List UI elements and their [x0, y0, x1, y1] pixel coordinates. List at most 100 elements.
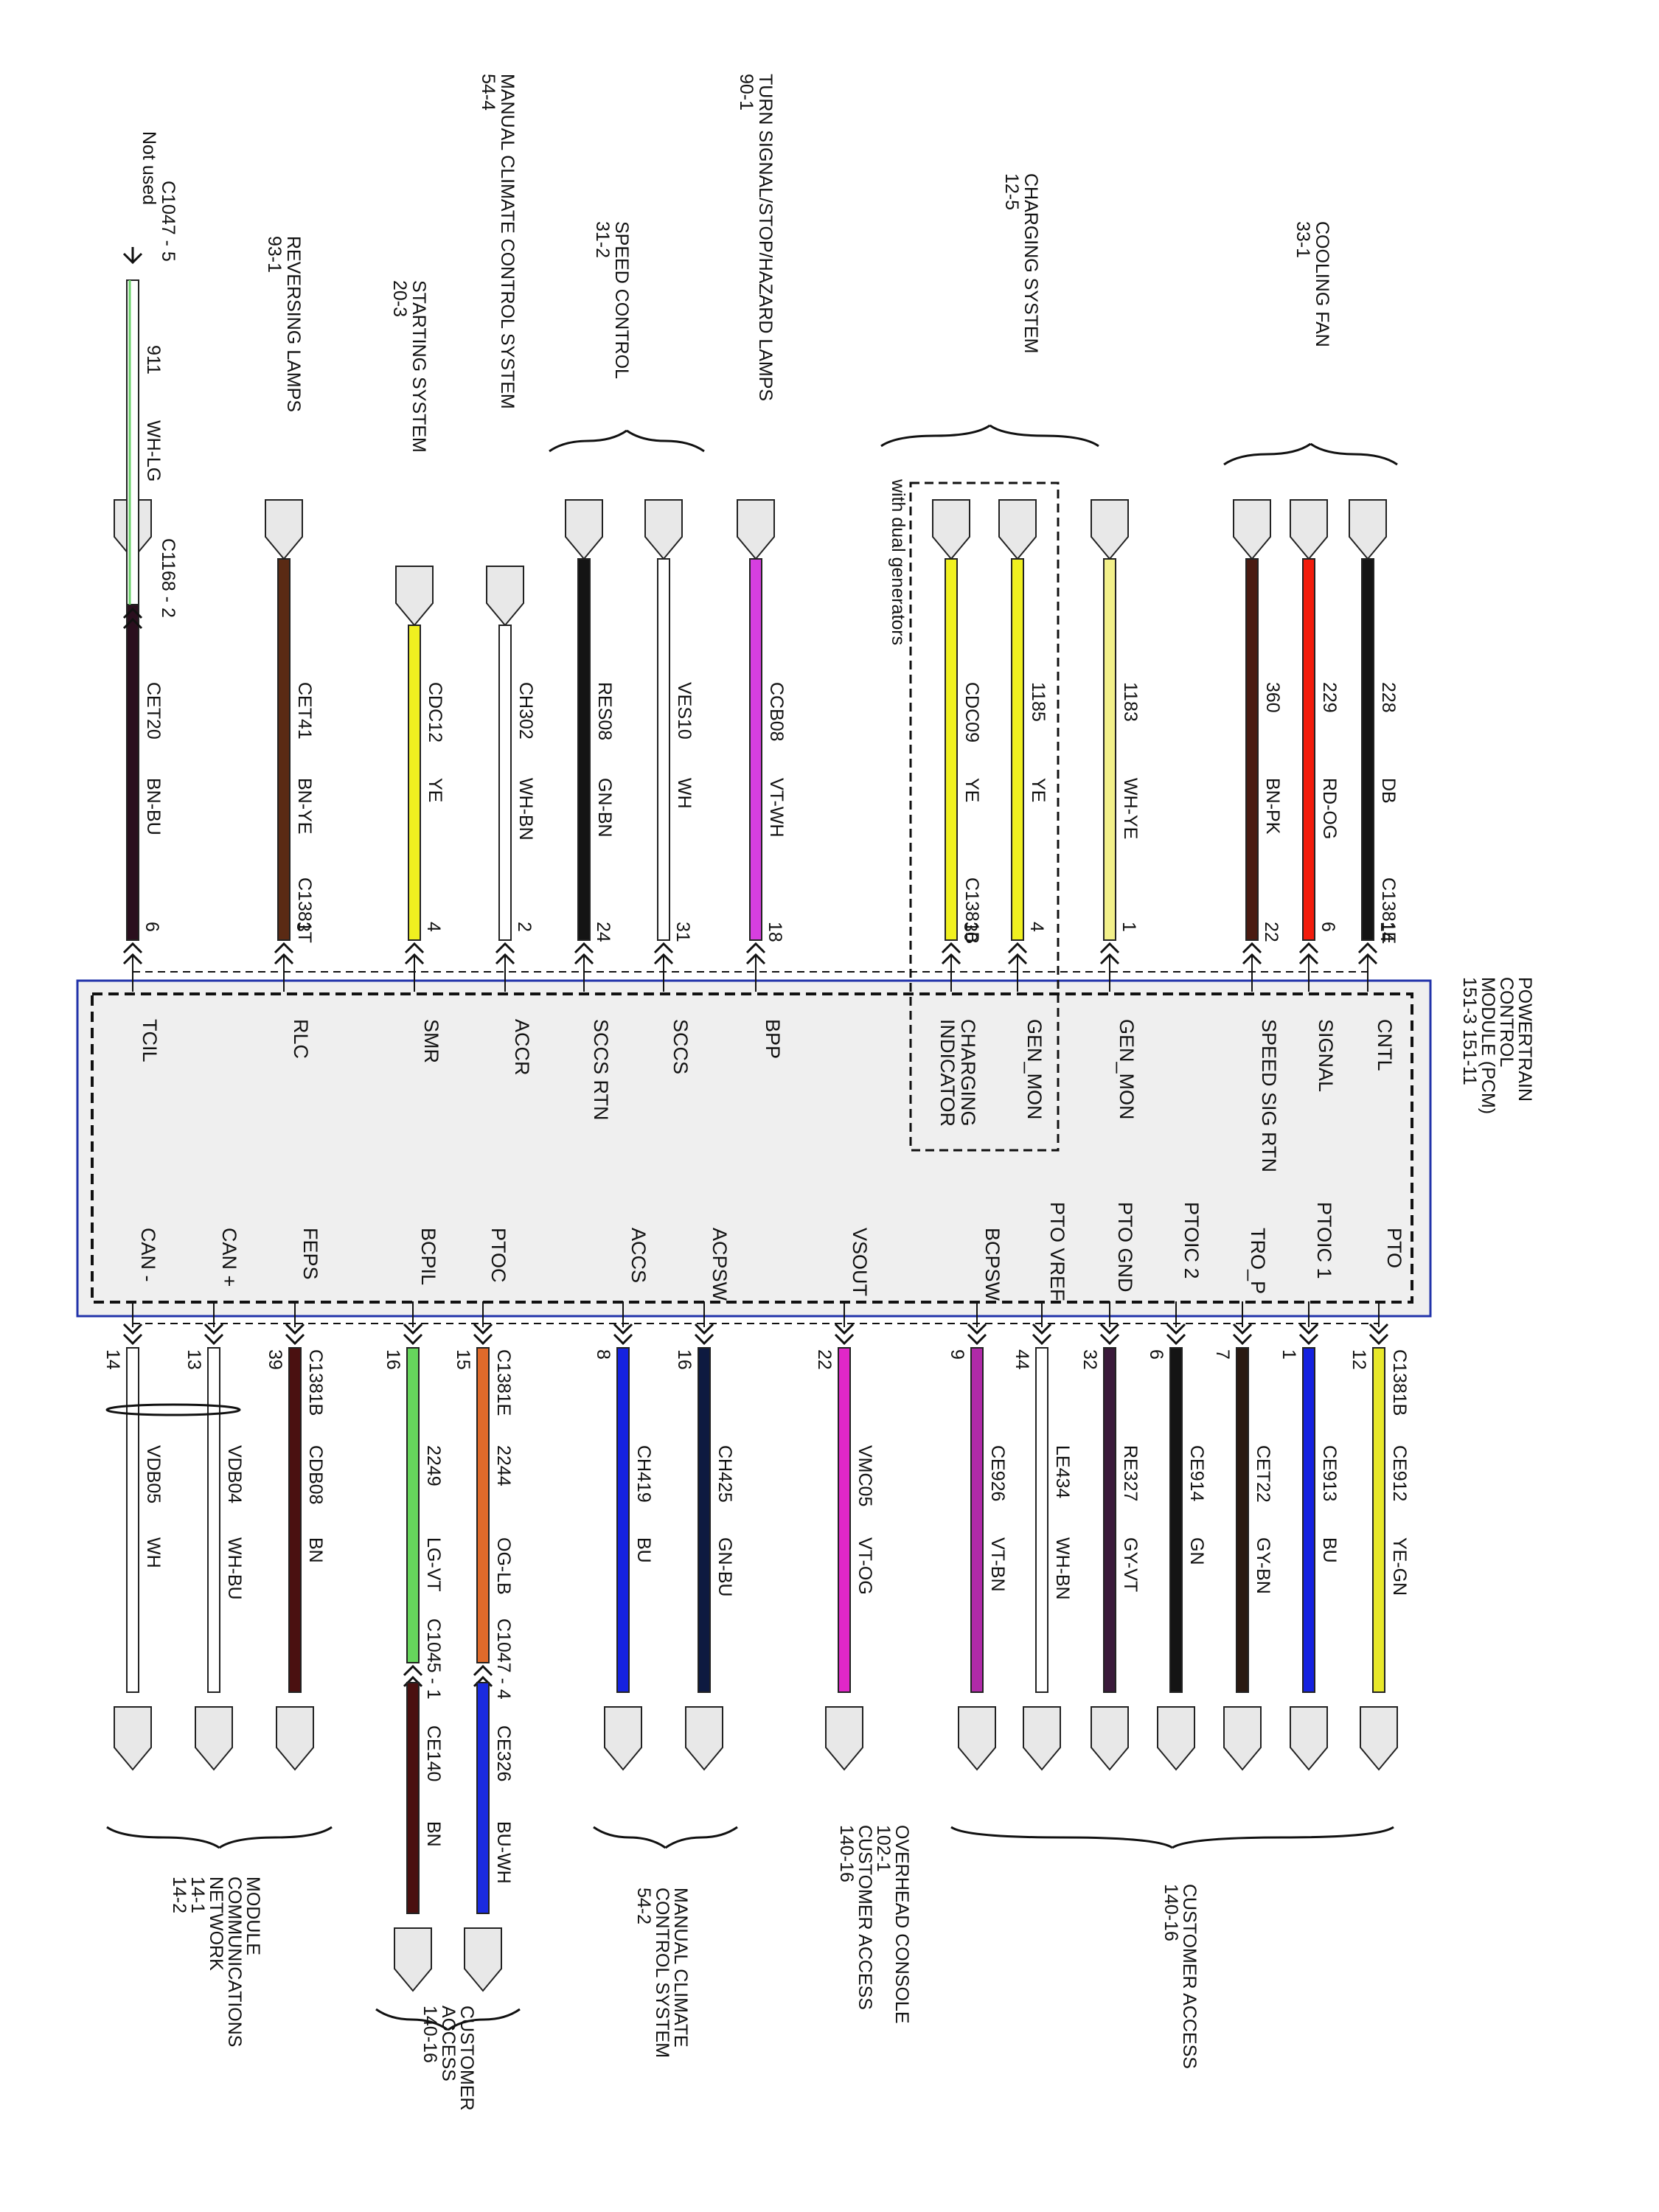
pin-arrow-icon: [403, 1664, 423, 1677]
circuit-number: CET22: [1253, 1445, 1273, 1503]
pcm-signal-label: SCCS: [669, 1019, 692, 1074]
pcm-signal-label: ACCR: [511, 1019, 533, 1076]
top-wire: [126, 558, 139, 941]
pin-arrow-icon: [404, 942, 425, 954]
circuit-number: CH302: [515, 682, 536, 740]
pin-number: 6: [1146, 1349, 1166, 1360]
top-connector-icon: [998, 499, 1037, 560]
bottom-wire: [1169, 1347, 1183, 1693]
group-brace-icon: [549, 429, 705, 453]
connector-label: C1047 - 4: [493, 1618, 514, 1700]
bottom-system-label: CUSTOMER: [456, 2006, 477, 2111]
pin-arrow-icon: [967, 1333, 987, 1346]
circuit-number: CH425: [714, 1445, 735, 1503]
bottom-wire: [406, 1347, 420, 1663]
pin-arrow-icon: [834, 1323, 855, 1335]
top-system-label: 31-2: [592, 221, 613, 258]
pin-arrow-icon: [403, 1333, 423, 1346]
bottom-system-label: MODULE: [243, 1877, 263, 1955]
pin-arrow-icon: [1368, 1333, 1389, 1346]
pin-number: 14: [1377, 922, 1397, 942]
bottom-connector-icon: [1360, 1706, 1398, 1771]
circuit-number: 1183: [1120, 682, 1141, 722]
top-wire: [657, 558, 670, 941]
pin-arrow-icon: [122, 1323, 143, 1335]
pin-arrow-icon: [285, 1333, 305, 1346]
bottom-system-label: 14-2: [169, 1877, 189, 1913]
pin-number: 18: [765, 922, 785, 942]
bottom-wire: [1302, 1347, 1315, 1693]
top-wire: [1361, 558, 1374, 941]
connector-label: C1381T: [294, 877, 315, 943]
pin-arrow-icon: [613, 1333, 633, 1346]
circuit-number: CET41: [294, 682, 315, 740]
top-system-label: 12-5: [1001, 173, 1022, 210]
color-code: YE: [425, 778, 445, 802]
color-code: GN: [1186, 1537, 1207, 1565]
pin-arrow-icon: [122, 617, 143, 630]
pin-arrow-icon: [1242, 942, 1262, 954]
bottom-connector-icon: [1223, 1706, 1262, 1771]
top-system-label: 20-3: [389, 280, 410, 317]
pcm-signal-label: BCPIL: [417, 1228, 439, 1285]
bottom-system-label: 140-16: [420, 2006, 440, 2063]
color-code: VT-WH: [766, 778, 787, 838]
bottom-system-label: NETWORK: [206, 1877, 226, 1971]
bottom-system-label: MANUAL CLIMATE: [670, 1888, 691, 2048]
color-code: WH-BN: [515, 778, 536, 841]
pcm-signal-label: SPEED SIG RTN: [1258, 1019, 1280, 1172]
pcm-signal-label: ACPSW: [709, 1228, 731, 1301]
pcm-signal-label: BCPSW: [981, 1228, 1004, 1301]
pcm-signal-label: PTO VREF: [1046, 1202, 1068, 1301]
top-system-label: CHARGING SYSTEM: [1020, 173, 1041, 353]
pin-arrow-icon: [1232, 1323, 1253, 1335]
pin-number: 16: [674, 1349, 695, 1370]
color-code: GY-VT: [1120, 1537, 1141, 1592]
bottom-connector-icon: [958, 1706, 996, 1771]
circuit-number: 2249: [423, 1445, 444, 1486]
pcm-signal-label: TRO_P: [1247, 1228, 1269, 1294]
pin-arrow-icon: [122, 1333, 143, 1346]
pcm-signal-label: PTO: [1383, 1228, 1405, 1268]
top-wire: [1011, 558, 1024, 941]
pin-number: 14: [102, 1349, 123, 1370]
color-code: VT-BN: [987, 1537, 1008, 1592]
top-connector-icon: [932, 499, 970, 560]
top-wire: [277, 558, 291, 941]
pin-number: 39: [265, 1349, 285, 1370]
pcm-signal-label: CAN -: [137, 1228, 159, 1282]
pcm-signal-label: SCCS RTN: [590, 1019, 612, 1121]
pin-number: 6: [142, 922, 162, 932]
pcm-signal-label: INDICATOR: [936, 1019, 959, 1127]
group-brace-icon: [1223, 442, 1398, 466]
color-code: BN: [305, 1537, 326, 1563]
pin-arrow-icon: [967, 1323, 987, 1335]
pcm-signal-label: PTOC: [487, 1228, 509, 1283]
connector-label: C1381E: [493, 1349, 514, 1416]
pin-arrow-icon: [403, 1323, 423, 1335]
pin-arrow-icon: [495, 942, 515, 954]
circuit-number: 229: [1319, 682, 1340, 713]
color-code: YE: [1028, 778, 1048, 802]
bottom-system-label: CUSTOMER ACCESS: [1179, 1884, 1200, 2069]
top-connector-icon: [395, 566, 434, 627]
connector-label: C1381B: [1389, 1349, 1410, 1416]
top-system-label: COOLING FAN: [1312, 221, 1332, 347]
bottom-connector-icon: [604, 1706, 642, 1771]
circuit-number: RES08: [594, 682, 615, 740]
top-wire: [1245, 558, 1259, 941]
pin-arrow-icon: [1099, 1323, 1120, 1335]
top-connector-icon: [1091, 499, 1129, 560]
circuit-number: RE327: [1120, 1445, 1141, 1501]
color-code: GN-BU: [714, 1537, 735, 1597]
top-connector-icon: [265, 499, 303, 560]
pin-arrow-icon: [204, 1323, 224, 1335]
top-system-label: 54-4: [478, 74, 498, 111]
top-system-label: 93-1: [264, 236, 285, 273]
bottom-wire: [207, 1347, 220, 1693]
color-code: WH: [143, 1537, 164, 1568]
pcm-title: CONTROL: [1496, 977, 1517, 1067]
dual-generator-box: [909, 481, 1060, 1152]
group-brace-icon: [950, 1826, 1394, 1849]
pin-number: 6: [1318, 922, 1338, 932]
